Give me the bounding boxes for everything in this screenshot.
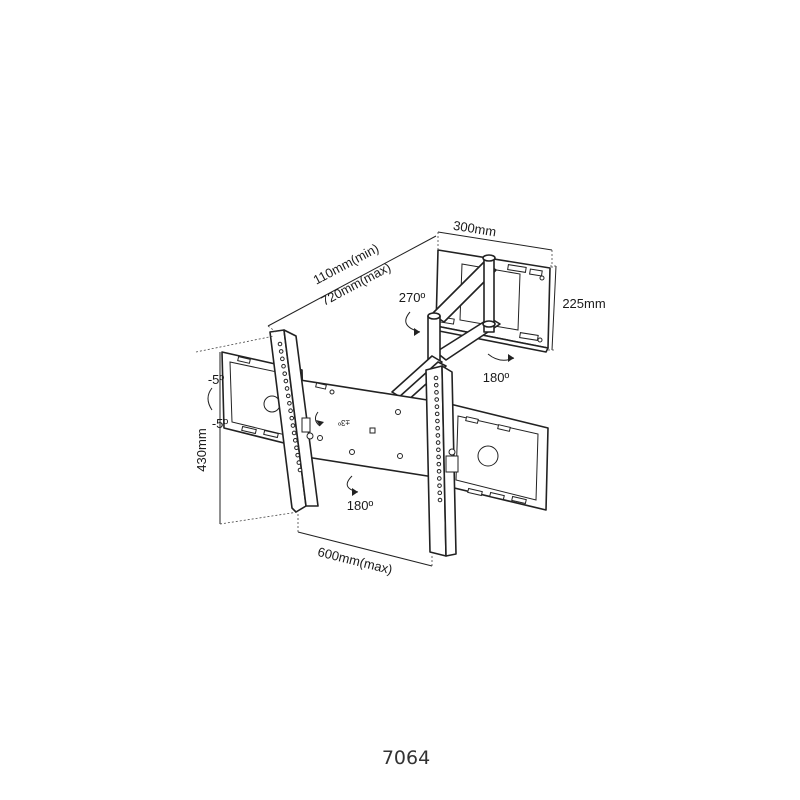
bracket-hole: [285, 393, 291, 399]
wall-swivel-arrowhead-icon: [508, 354, 514, 362]
rotation-arrows: [207, 311, 515, 496]
wall-swivel-label: 180º: [483, 370, 510, 385]
bracket-hole: [436, 447, 441, 453]
extension-arm: [391, 254, 501, 403]
arm-swivel-label: 270º: [399, 290, 426, 305]
bracket-hole: [277, 341, 283, 347]
bracket-hole: [281, 363, 286, 369]
vesa-height-label: 430mm: [194, 428, 209, 471]
bracket-hole: [435, 440, 441, 445]
level-adjust-arrowhead-icon: [316, 420, 324, 426]
bracket-hole: [436, 468, 442, 474]
bracket-hole: [287, 400, 292, 406]
level-adjust-label: ±3º: [338, 418, 350, 427]
bracket-hole: [292, 438, 298, 443]
bracket-hole: [282, 371, 288, 376]
bracket-hole: [278, 349, 284, 354]
bracket-hole: [435, 433, 441, 438]
tilt-arrow-icon: [207, 387, 213, 411]
wall-plate-height-label: 225mm: [562, 296, 605, 311]
bracket-hole: [437, 490, 443, 496]
bracket-hole: [294, 445, 299, 451]
bracket-hole: [434, 404, 440, 410]
bracket-hole: [434, 397, 440, 402]
arm-swivel-arrow-icon: [405, 311, 421, 333]
arm-swivel-arrowhead-icon: [414, 328, 420, 336]
bracket-hole: [280, 356, 285, 362]
bracket-hole: [436, 461, 442, 467]
tilt-down-label: -5º: [212, 416, 229, 431]
tilt-up-label: -5º: [208, 372, 225, 387]
bracket-hole: [435, 425, 440, 431]
tv-swivel-label: 180º: [347, 498, 374, 513]
bracket-hole: [295, 452, 300, 458]
bracket-hole: [434, 411, 440, 417]
bracket-hole: [433, 375, 439, 381]
bracket-hole: [296, 460, 302, 465]
right-vertical-bracket: [425, 365, 459, 557]
bracket-hole: [284, 386, 290, 391]
vesa-width-label: 600mm(max): [316, 544, 394, 577]
bracket-hole: [436, 476, 442, 481]
bracket-hole: [436, 454, 441, 460]
bracket-hole: [437, 483, 442, 488]
bracket-hole: [437, 497, 443, 503]
bracket-hole: [289, 415, 295, 421]
bracket-hole: [297, 467, 303, 473]
tv-swivel-arrowhead-icon: [352, 488, 358, 496]
bracket-hole: [290, 423, 296, 428]
bracket-hole: [291, 430, 297, 436]
bracket-hole: [283, 378, 289, 384]
level-adjust-arrow-icon: [314, 411, 321, 427]
bracket-hole: [288, 408, 293, 414]
dimension-lines: [195, 231, 558, 568]
bracket-hole: [434, 390, 439, 395]
left-vertical-bracket: [269, 329, 319, 513]
wall-plate-width-label: 300mm: [452, 218, 497, 240]
bracket-hole: [435, 418, 440, 424]
model-number: 7064: [382, 747, 430, 769]
bracket-hole: [433, 382, 439, 388]
